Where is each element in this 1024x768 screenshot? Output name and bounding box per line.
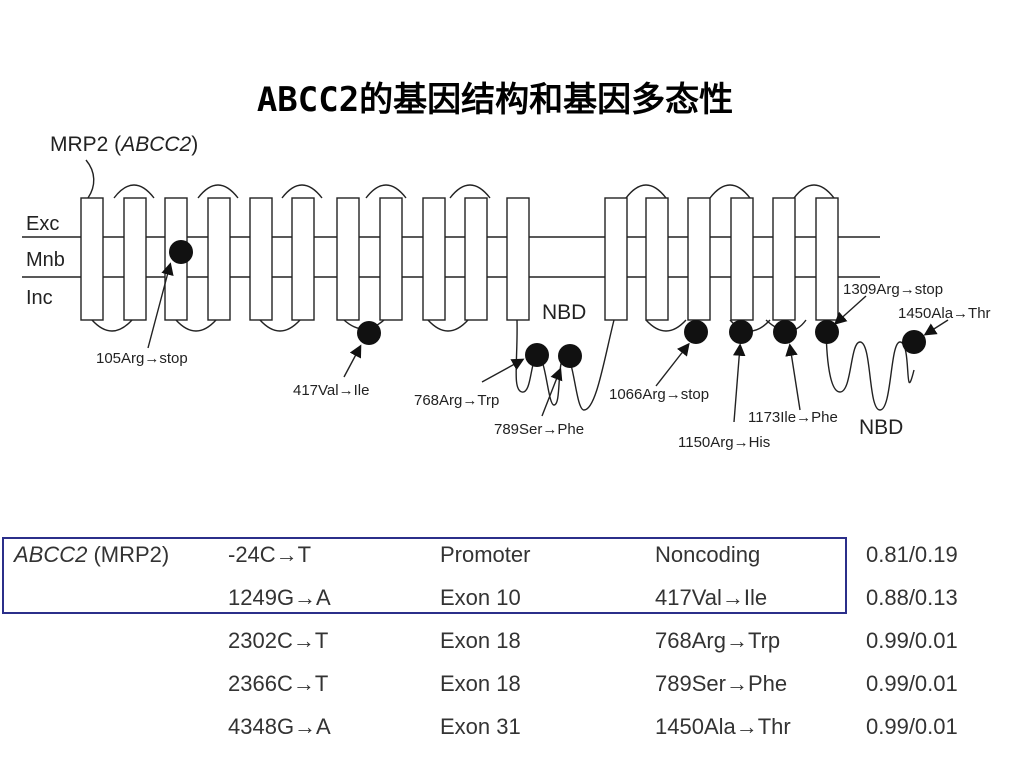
variant-dot-417 [357, 321, 381, 345]
variant-arrows [147, 262, 949, 423]
nbd1-loop [515, 319, 615, 411]
table-row: 2302C→T Exon 18 768Arg→Trp 0.99/0.01 [0, 621, 1000, 661]
table-row: 1249G→A Exon 10 417Val→Ile 0.88/0.13 [0, 578, 1000, 618]
nucleotide-change-cell: 4348G→A [228, 714, 331, 739]
variant-dot-1066 [684, 320, 708, 344]
variant-label-789: 789Ser→Phe [494, 421, 584, 438]
slide-title: ABCC2的基因结构和基因多态性 [256, 80, 734, 120]
variant-label-105: 105Arg→stop [96, 350, 188, 367]
frequency-cell: 0.81/0.19 [866, 542, 958, 567]
protein-label-connector [85, 159, 95, 199]
variant-label-1173: 1173Ile→Phe [748, 409, 838, 426]
gene-cell: ABCC2 (MRP2) [14, 542, 170, 567]
nucleotide-change-cell: 2302C→T [228, 628, 329, 653]
effect-cell: 417Val→Ile [655, 585, 768, 610]
variant-dot-1150 [729, 320, 753, 344]
nucleotide-change-cell: -24C→T [228, 542, 312, 567]
region-cell: Promoter [440, 542, 531, 567]
abcc2-topology-diagram: Exc Mnb Inc MRP2 (ABCC2) [22, 133, 991, 451]
nbd2-loop [825, 319, 915, 411]
region-cell: Exon 18 [440, 671, 521, 696]
region-cell: Exon 18 [440, 628, 521, 653]
region-cell: Exon 10 [440, 585, 521, 610]
layer-label-inc: Inc [26, 287, 53, 309]
layer-label-exc: Exc [26, 213, 59, 235]
variant-label-1309: 1309Arg→stop [843, 281, 943, 298]
frequency-cell: 0.88/0.13 [866, 585, 958, 610]
variant-label-1066: 1066Arg→stop [609, 386, 709, 403]
frequency-cell: 0.99/0.01 [866, 714, 958, 739]
variant-dot-1309 [815, 320, 839, 344]
variant-label-1450: 1450Ala→Thr [898, 305, 991, 322]
frequency-cell: 0.99/0.01 [866, 628, 958, 653]
highlight-box [2, 537, 847, 614]
variant-dot-105 [169, 240, 193, 264]
table-row: 2366C→T Exon 18 789Ser→Phe 0.99/0.01 [0, 664, 1000, 704]
nbd2-label: NBD [859, 416, 903, 439]
variant-dot-1173 [773, 320, 797, 344]
effect-cell: Noncoding [655, 542, 761, 567]
variant-dot-768 [525, 343, 549, 367]
variant-label-768: 768Arg→Trp [414, 392, 499, 409]
variant-label-417: 417Val→Ile [293, 382, 369, 399]
nbd1-label: NBD [542, 301, 586, 324]
effect-cell: 768Arg→Trp [655, 628, 781, 653]
frequency-cell: 0.99/0.01 [866, 671, 958, 696]
region-cell: Exon 31 [440, 714, 521, 739]
effect-cell: 1450Ala→Thr [655, 714, 791, 739]
transmembrane-segments [80, 197, 839, 321]
extracellular-loops [113, 184, 835, 199]
variant-label-1150: 1150Arg→His [678, 434, 770, 451]
variant-dot-789 [558, 344, 582, 368]
nucleotide-change-cell: 2366C→T [228, 671, 329, 696]
table-row: 4348G→A Exon 31 1450Ala→Thr 0.99/0.01 [0, 707, 1000, 747]
nucleotide-change-cell: 1249G→A [228, 585, 331, 610]
effect-cell: 789Ser→Phe [655, 671, 788, 696]
protein-label: MRP2 (ABCC2) [50, 133, 198, 156]
table-row: ABCC2 (MRP2) -24C→T Promoter Noncoding 0… [0, 535, 1000, 575]
layer-label-mnb: Mnb [26, 249, 65, 271]
variant-dot-1450 [902, 330, 926, 354]
